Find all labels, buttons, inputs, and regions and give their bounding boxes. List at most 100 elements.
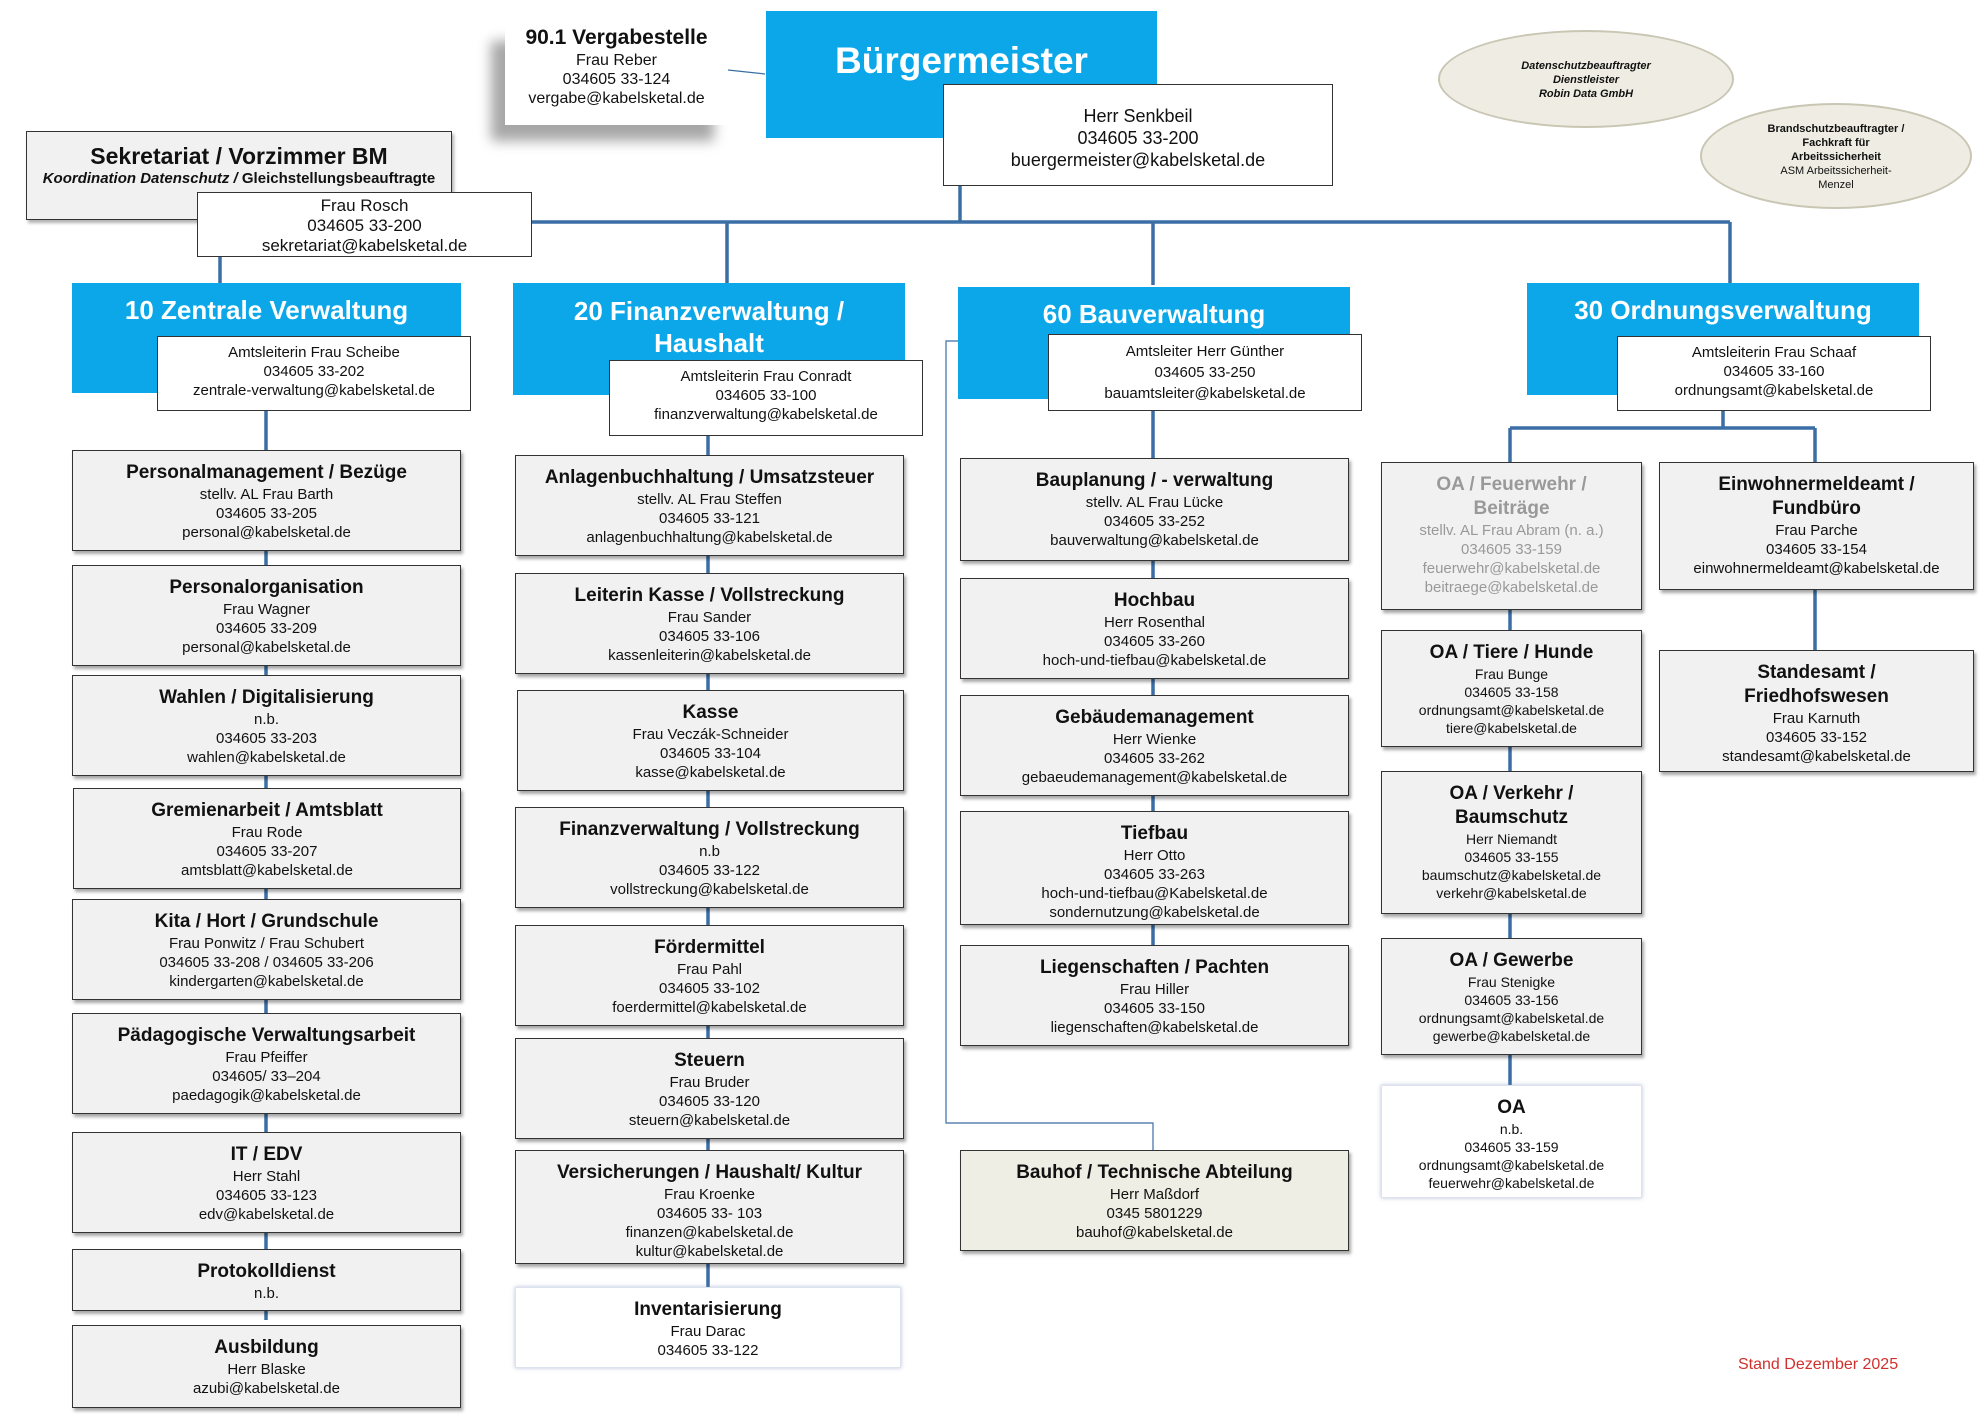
unit-title: Kasse (682, 702, 739, 723)
dept-10-email[interactable]: zentrale-verwaltung@kabelsketal.de (192, 382, 436, 399)
unit-title: Leiterin Kasse / Vollstreckung (574, 585, 845, 606)
unit-person: Herr Stahl (232, 1168, 301, 1185)
unit-email[interactable]: ordnungsamt@kabelsketal.de (1418, 1157, 1605, 1173)
unit-email[interactable]: gebaeudemanagement@kabelsketal.de (1021, 769, 1288, 786)
unit-email[interactable]: bauverwaltung@kabelsketal.de (1050, 532, 1259, 549)
unit-title: Fördermittel (654, 937, 765, 958)
unit-person: stellv. AL Frau Steffen (637, 491, 782, 508)
unit-email[interactable]: tiere@kabelsketal.de (1446, 720, 1577, 736)
unit-liegenschaften: Liegenschaften / Pachten Frau Hiller 034… (960, 945, 1349, 1046)
sekretariat-title: Sekretariat / Vorzimmer BM (90, 143, 388, 169)
unit-title: Steuern (674, 1050, 745, 1071)
dept-20-title-l1: 20 Finanzverwaltung / (573, 296, 845, 326)
brandschutz-line4: ASM Arbeitssicherheit- (1780, 165, 1892, 177)
unit-email[interactable]: baumschutz@kabelsketal.de (1421, 867, 1602, 883)
unit-phone: 034605 33-263 (1104, 866, 1205, 883)
unit-email[interactable]: foerdermittel@kabelsketal.de (612, 999, 807, 1016)
datenschutz-line1: Datenschutzbeauftragter (1521, 60, 1651, 72)
unit-phone: 034605 33-252 (1104, 513, 1205, 530)
unit-email[interactable]: edv@kabelsketal.de (198, 1206, 335, 1223)
dept-20-info: Amtsleiterin Frau Conradt 034605 33-100 … (609, 360, 923, 436)
unit-email[interactable]: anlagenbuchhaltung@kabelsketal.de (586, 529, 833, 546)
unit-email[interactable]: paedagogik@kabelsketal.de (172, 1087, 361, 1104)
unit-email[interactable]: beitraege@kabelsketal.de (1424, 579, 1599, 596)
unit-email[interactable]: kultur@kabelsketal.de (635, 1243, 784, 1260)
unit-person: Herr Wienke (1112, 731, 1197, 748)
unit-email[interactable]: feuerwehr@kabelsketal.de (1428, 1175, 1595, 1191)
unit-person: stellv. AL Frau Lücke (1085, 494, 1224, 511)
unit-title: Liegenschaften / Pachten (1039, 957, 1270, 978)
unit-email[interactable]: wahlen@kabelsketal.de (187, 749, 346, 766)
brandschutz-line5: Menzel (1818, 179, 1854, 191)
unit-phone: 034605 33-205 (216, 505, 317, 522)
unit-wahlen: Wahlen / Digitalisierung n.b. 034605 33-… (72, 675, 461, 776)
unit-oa-gewerbe: OA / Gewerbe Frau Stenigke 034605 33-156… (1381, 938, 1642, 1055)
datenschutz-line2: Dienstleister (1552, 74, 1620, 86)
unit-title-l2: Friedhofswesen (1744, 686, 1889, 707)
sekretariat-subtitle: Koordination Datenschutz / Gleichstellun… (27, 170, 451, 188)
unit-oa: OA n.b. 034605 33-159 ordnungsamt@kabels… (1381, 1085, 1642, 1198)
unit-phone: 034605 33-262 (1104, 750, 1205, 767)
unit-email[interactable]: bauhof@kabelsketal.de (1075, 1224, 1233, 1241)
sekretariat-email[interactable]: sekretariat@kabelsketal.de (261, 236, 468, 255)
unit-email[interactable]: vollstreckung@kabelsketal.de (610, 881, 809, 898)
unit-email[interactable]: feuerwehr@kabelsketal.de (1422, 560, 1601, 577)
unit-email[interactable]: kasse@kabelsketal.de (635, 764, 786, 781)
unit-gremienarbeit: Gremienarbeit / Amtsblatt Frau Rode 0346… (73, 788, 461, 889)
unit-email[interactable]: personal@kabelsketal.de (182, 524, 351, 541)
unit-phone: 034605 33-155 (1464, 849, 1559, 865)
unit-email[interactable]: steuern@kabelsketal.de (628, 1112, 791, 1129)
unit-phone: 034605 33-120 (659, 1093, 760, 1110)
unit-anlagenbuchhaltung: Anlagenbuchhaltung / Umsatzsteuer stellv… (515, 455, 904, 556)
unit-email[interactable]: hoch-und-tiefbau@kabelsketal.de (1042, 652, 1267, 669)
unit-oa-feuerwehr: OA / Feuerwehr / Beiträge stellv. AL Fra… (1381, 462, 1642, 610)
dept-20-phone: 034605 33-100 (715, 387, 817, 404)
dept-20-email[interactable]: finanzverwaltung@kabelsketal.de (654, 406, 878, 423)
mayor-email[interactable]: buergermeister@kabelsketal.de (1010, 150, 1266, 170)
unit-person: stellv. AL Frau Barth (199, 486, 334, 503)
unit-title: Hochbau (1113, 590, 1196, 611)
mayor-info-box: Herr Senkbeil 034605 33-200 buergermeist… (943, 84, 1333, 186)
unit-email[interactable]: kassenleiterin@kabelsketal.de (608, 647, 811, 664)
brandschutz-line1: Brandschutzbeauftragter / (1767, 123, 1905, 135)
dept-60-email[interactable]: bauamtsleiter@kabelsketal.de (1104, 385, 1306, 402)
unit-title: Personalmanagement / Bezüge (126, 462, 407, 483)
unit-title: Versicherungen / Haushalt/ Kultur (556, 1162, 863, 1183)
unit-oa-tiere: OA / Tiere / Hunde Frau Bunge 034605 33-… (1381, 630, 1642, 747)
vergabe-title: 90.1 Vergabestelle (525, 26, 708, 49)
sekretariat-info-box: Frau Rosch 034605 33-200 sekretariat@kab… (197, 192, 532, 257)
unit-title-l2: Fundbüro (1772, 498, 1861, 519)
dept-30-email[interactable]: ordnungsamt@kabelsketal.de (1674, 382, 1874, 399)
unit-person: n.b. (253, 711, 280, 728)
unit-email[interactable]: kindergarten@kabelsketal.de (169, 973, 364, 990)
unit-email[interactable]: personal@kabelsketal.de (182, 639, 351, 656)
dept-10-title: 10 Zentrale Verwaltung (124, 295, 409, 325)
unit-email[interactable]: ordnungsamt@kabelsketal.de (1418, 702, 1605, 718)
unit-phone: 034605 33-121 (659, 510, 760, 527)
dept-60-info: Amtsleiter Herr Günther 034605 33-250 ba… (1048, 334, 1362, 411)
dept-30-title: 30 Ordnungsverwaltung (1574, 295, 1872, 325)
unit-gebaeudemanagement: Gebäudemanagement Herr Wienke 034605 33-… (960, 695, 1349, 796)
sekretariat-name: Frau Rosch (320, 196, 409, 215)
unit-email[interactable]: azubi@kabelsketal.de (193, 1380, 340, 1397)
unit-it-edv: IT / EDV Herr Stahl 034605 33-123 edv@ka… (72, 1132, 461, 1233)
unit-email[interactable]: gewerbe@kabelsketal.de (1432, 1028, 1591, 1044)
unit-email[interactable]: ordnungsamt@kabelsketal.de (1418, 1010, 1605, 1026)
unit-email[interactable]: verkehr@kabelsketal.de (1436, 885, 1587, 901)
unit-email[interactable]: einwohnermeldeamt@kabelsketal.de (1693, 560, 1940, 577)
dept-60-head: Amtsleiter Herr Günther (1125, 343, 1285, 360)
unit-title: Gremienarbeit / Amtsblatt (151, 800, 383, 821)
unit-email[interactable]: liegenschaften@kabelsketal.de (1050, 1019, 1259, 1036)
unit-email[interactable]: finanzen@kabelsketal.de (625, 1224, 794, 1241)
unit-person: Herr Blaske (227, 1361, 306, 1378)
unit-personalmanagement: Personalmanagement / Bezüge stellv. AL F… (72, 450, 461, 551)
unit-email[interactable]: hoch-und-tiefbau@Kabelsketal.de (1041, 885, 1268, 902)
vergabe-email[interactable]: vergabe@kabelsketal.de (528, 90, 705, 107)
unit-protokolldienst: Protokolldienst n.b. (72, 1249, 461, 1311)
unit-email[interactable]: sondernutzung@kabelsketal.de (1049, 904, 1260, 921)
unit-email[interactable]: standesamt@kabelsketal.de (1722, 748, 1911, 765)
unit-email[interactable]: amtsblatt@kabelsketal.de (181, 862, 353, 879)
dept-20-head: Amtsleiterin Frau Conradt (680, 368, 852, 385)
unit-title-l2: Beiträge (1473, 498, 1550, 519)
unit-einwohnermeldeamt: Einwohnermeldeamt / Fundbüro Frau Parche… (1659, 462, 1974, 590)
